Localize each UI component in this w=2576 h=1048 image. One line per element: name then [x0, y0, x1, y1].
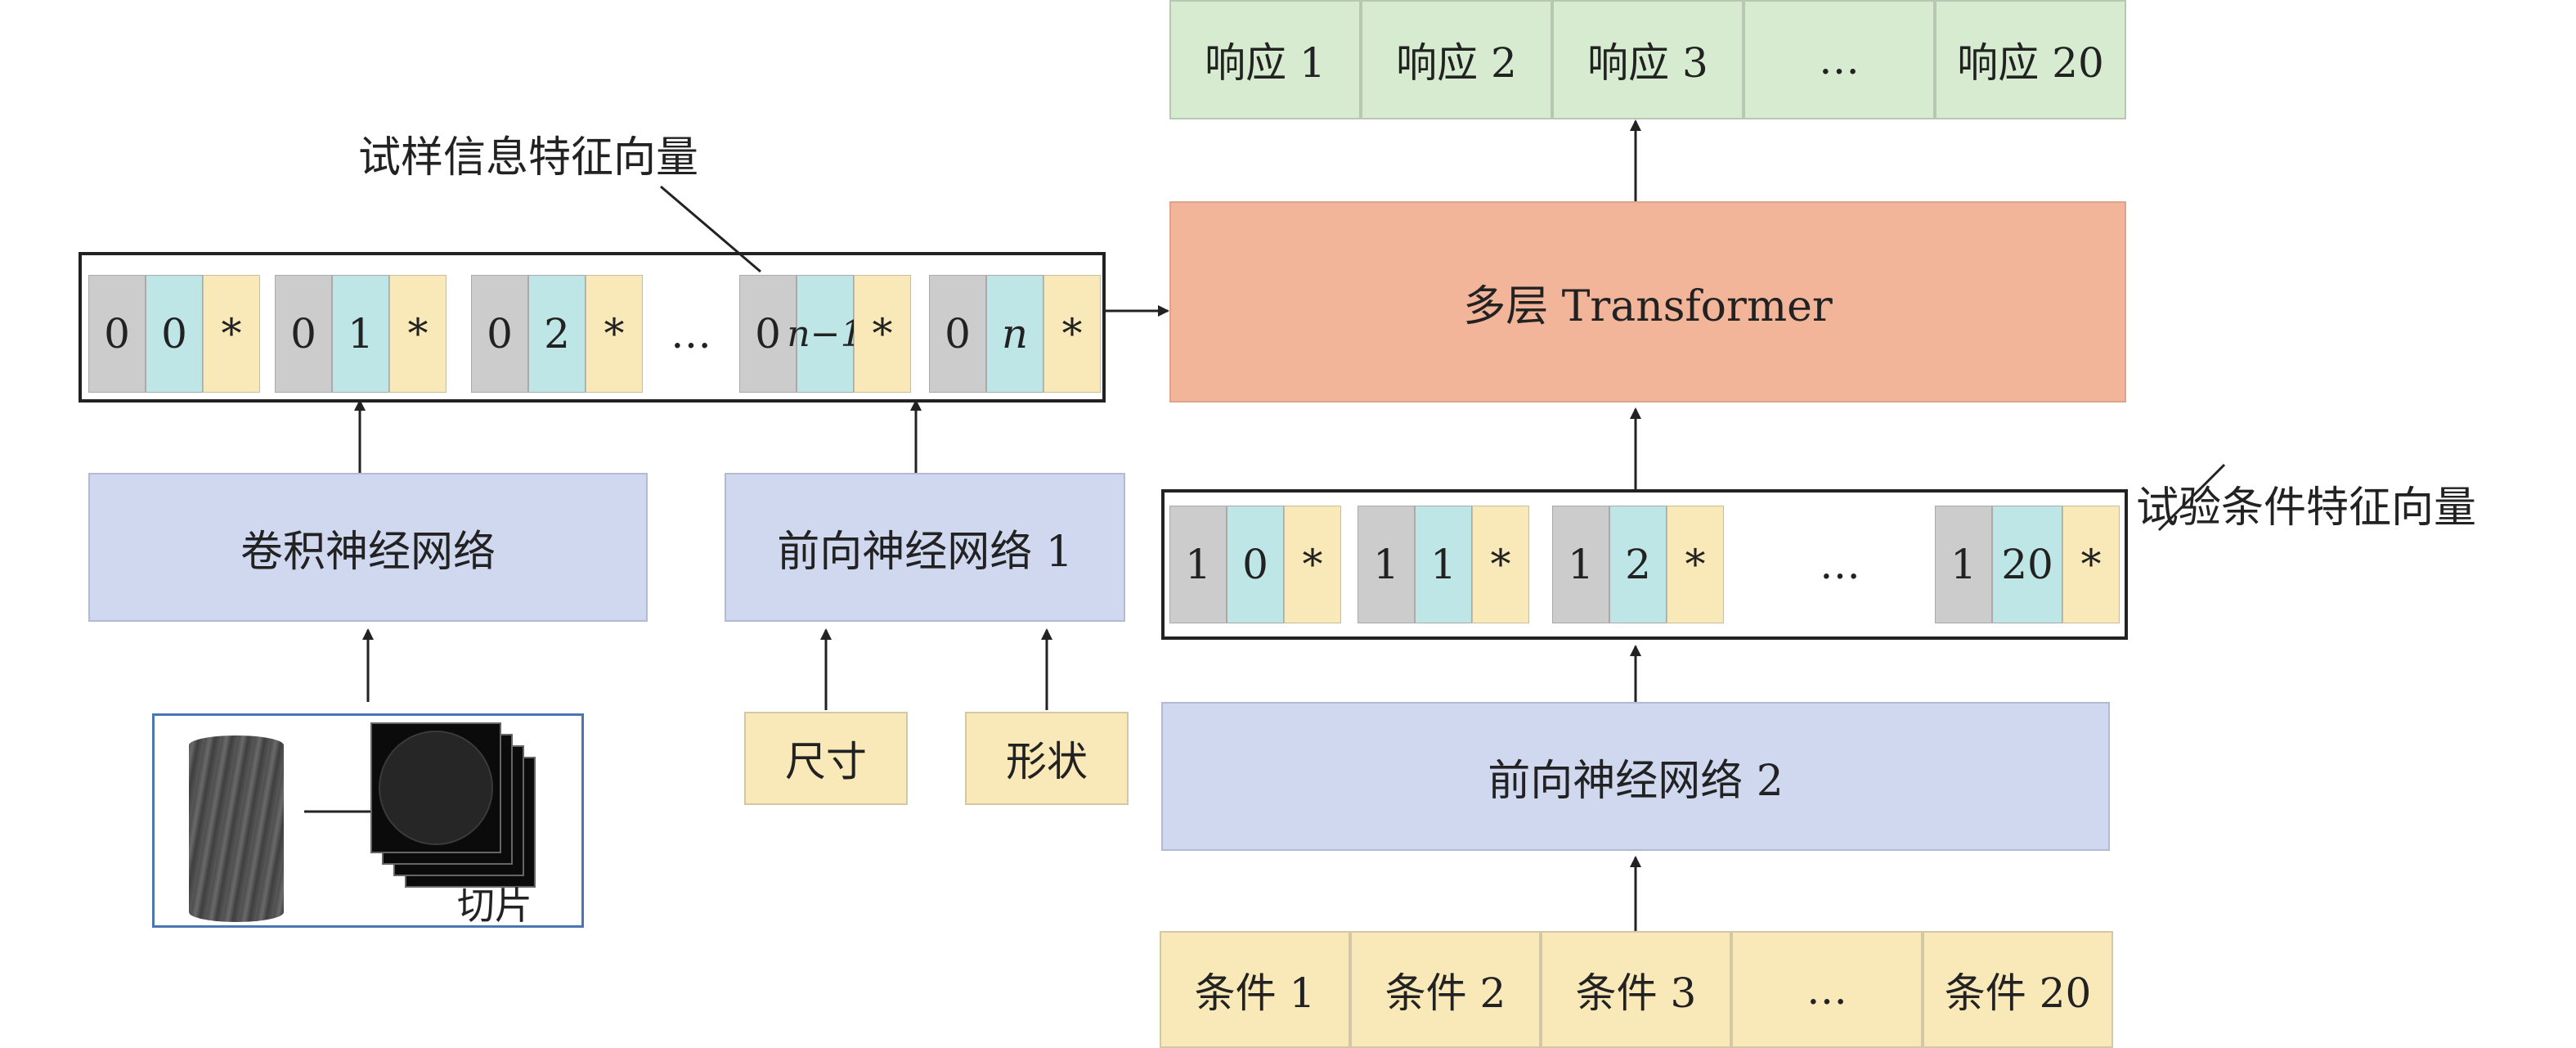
token-value-cell: * — [1284, 506, 1341, 623]
token-type-cell: 0 — [275, 275, 332, 393]
sample-image-box: 切片 — [152, 713, 584, 928]
sample-token: 0 2 * — [471, 275, 643, 393]
sample-token: 0 n * — [929, 275, 1101, 393]
ct-slice-image — [370, 722, 501, 853]
condition-vector-frame — [1161, 489, 2128, 640]
response-cell-3: 响应 3 — [1552, 0, 1744, 119]
token-value-cell: * — [2062, 506, 2120, 623]
token-index-cell: 20 — [1992, 506, 2062, 623]
shape-input: 形状 — [965, 712, 1129, 805]
sample-vector-frame — [79, 252, 1106, 403]
condition-vector-label-leader — [2157, 463, 2226, 532]
token-index-cell: 0 — [146, 275, 203, 393]
token-type-cell: 0 — [471, 275, 528, 393]
token-type-cell: 1 — [1552, 506, 1609, 623]
token-index-cell: 2 — [528, 275, 586, 393]
transformer-block: 多层 Transformer — [1169, 201, 2126, 403]
condition-cell-20: 条件 20 — [1923, 931, 2113, 1048]
condition-cell-1: 条件 1 — [1160, 931, 1350, 1048]
condition-token: 1 0 * — [1169, 506, 1341, 623]
token-value-cell: * — [586, 275, 643, 393]
condition-token: 1 1 * — [1358, 506, 1529, 623]
condition-token: 1 20 * — [1935, 506, 2120, 623]
response-cell-20: 响应 20 — [1935, 0, 2126, 119]
token-value-cell: * — [1472, 506, 1529, 623]
token-type-cell: 1 — [1358, 506, 1415, 623]
token-value-cell: * — [854, 275, 911, 393]
cnn-block: 卷积神经网络 — [88, 473, 648, 622]
token-type-cell: 0 — [929, 275, 986, 393]
token-value-cell: * — [1667, 506, 1724, 623]
sample-token: 0 0 * — [88, 275, 260, 393]
slice-label: 切片 — [457, 884, 532, 928]
condition-cell-2: 条件 2 — [1350, 931, 1541, 1048]
token-index-cell: n — [986, 275, 1043, 393]
sample-token: 0 n−1 * — [739, 275, 911, 393]
response-cell-2: 响应 2 — [1361, 0, 1552, 119]
response-cell-ellipsis: … — [1744, 0, 1935, 119]
ffn1-block: 前向神经网络 1 — [725, 473, 1125, 622]
token-index-cell: n−1 — [787, 275, 864, 393]
rock-cylinder-image — [189, 735, 284, 922]
response-cell-1: 响应 1 — [1169, 0, 1361, 119]
token-type-cell: 0 — [88, 275, 146, 393]
sample-token: 0 1 * — [275, 275, 447, 393]
sample-vector-label-leader — [660, 185, 761, 273]
token-value-cell: * — [389, 275, 447, 393]
condition-token: 1 2 * — [1552, 506, 1724, 623]
condition-vector-label: 试验条件特征向量 — [2136, 484, 2477, 533]
condition-cell-3: 条件 3 — [1541, 931, 1731, 1048]
ffn2-block: 前向神经网络 2 — [1161, 702, 2110, 851]
token-index-cell: 1 — [1415, 506, 1472, 623]
condition-ellipsis: … — [1820, 541, 1860, 588]
token-index-cell: 2 — [1609, 506, 1667, 623]
condition-cell-ellipsis: … — [1731, 931, 1923, 1048]
token-index-cell: 1 — [332, 275, 389, 393]
token-index-cell: 0 — [1227, 506, 1284, 623]
conditions-row: 条件 1 条件 2 条件 3 … 条件 20 — [1160, 931, 2113, 1048]
token-type-cell: 1 — [1935, 506, 1992, 623]
token-value-cell: * — [203, 275, 260, 393]
token-type-cell: 0 — [739, 275, 797, 393]
size-input: 尺寸 — [744, 712, 908, 805]
responses-row: 响应 1 响应 2 响应 3 … 响应 20 — [1169, 0, 2126, 119]
sample-ellipsis: … — [671, 310, 711, 358]
token-type-cell: 1 — [1169, 506, 1227, 623]
token-value-cell: * — [1043, 275, 1101, 393]
sample-vector-label: 试样信息特征向量 — [358, 133, 699, 182]
